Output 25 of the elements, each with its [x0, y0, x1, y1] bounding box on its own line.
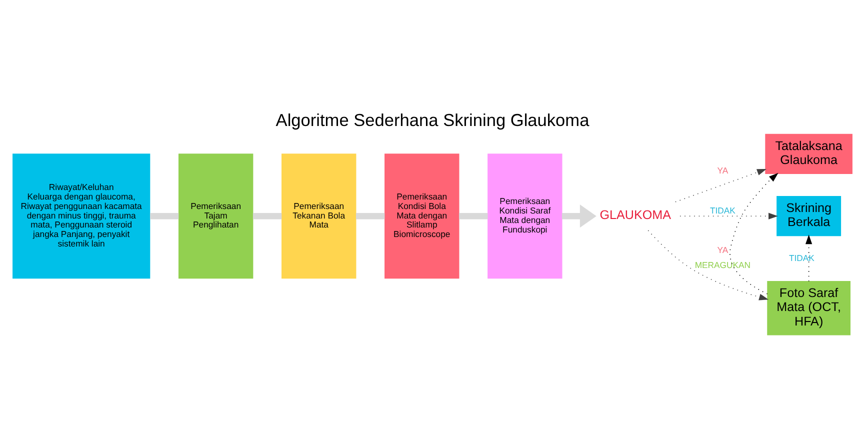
node-box: Tatalaksana Glaukoma [765, 134, 852, 174]
arrow [680, 212, 778, 220]
connector [150, 212, 179, 220]
arrow [562, 204, 596, 228]
arrow [675, 169, 766, 202]
connector [459, 212, 488, 220]
arrow [730, 172, 778, 294]
node-box: Pemeriksaan Kondisi Bola Mata dengan Slitlamp Biomicroscope [384, 154, 460, 279]
node-box: Pemeriksaan Tekanan Bola Mata [282, 154, 356, 279]
diagram-title: Algoritme Sederhana Skrining Glaukoma [276, 110, 590, 130]
node-box: Pemeriksaan Tajam Penglihatan [178, 154, 254, 279]
node-box: Riwayat/Keluhan Keluarga dengan glaucoma, Riwayat penggunaan kacamata dengan minus tinggi, trauma mata, Penggunaan steroid jangka Panjang, penyakit sistemik lain [12, 154, 150, 279]
arrow [648, 230, 769, 300]
edge-label: TIDAK [789, 252, 814, 263]
edge-label: YA [717, 165, 728, 176]
edge-label: TIDAK [710, 206, 736, 216]
node-box: Pemeriksaan Kondisi Saraf Mata dengan Funduskopi [488, 154, 562, 279]
connector [252, 212, 282, 220]
edge-label: MERAGUKAN [694, 260, 751, 270]
connector [356, 212, 385, 220]
node-box: Skrining Berkala [776, 196, 842, 236]
node-text: GLAUKOMA [600, 208, 672, 222]
edge-label: YA [717, 244, 728, 255]
arrow [806, 234, 812, 282]
node-box: Foto Saraf Mata (OCT, HFA) [767, 280, 850, 336]
